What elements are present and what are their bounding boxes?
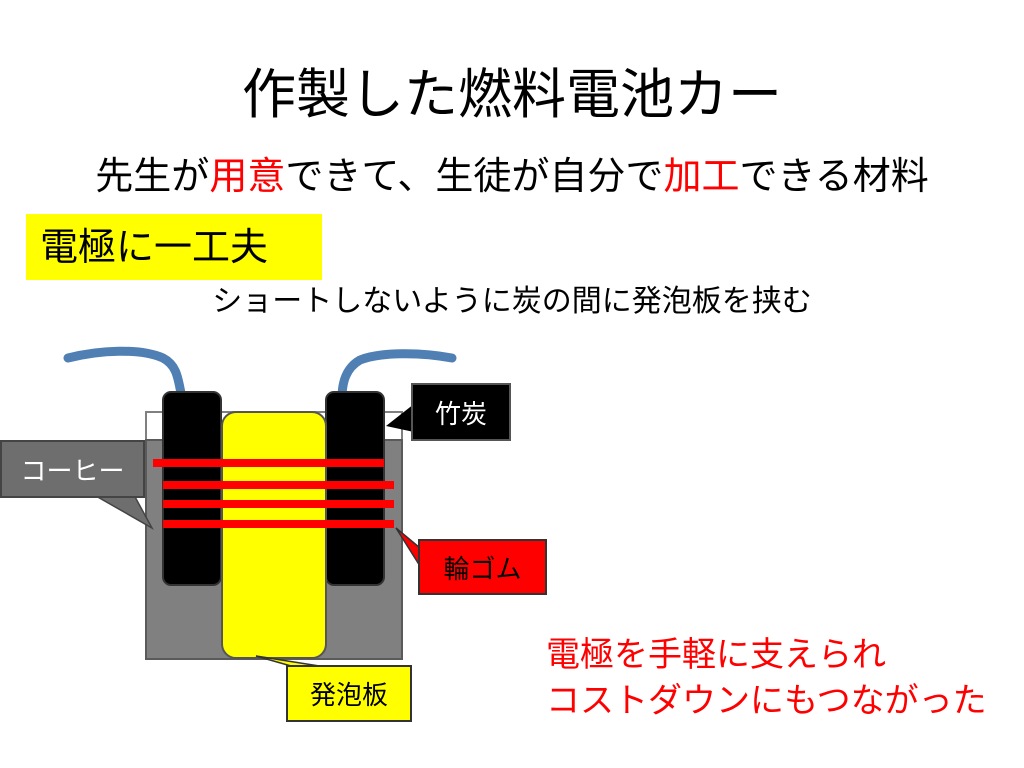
right-wire: [337, 349, 457, 403]
short-circuit-note: ショートしないように炭の間に発泡板を挟む: [212, 284, 812, 319]
conclusion-line-2: コストダウンにもつながった: [546, 681, 987, 721]
rubber-band-4: [163, 520, 394, 528]
rubber-band-label: 輪ゴム: [418, 539, 547, 595]
coffee-label: コーヒー: [0, 440, 145, 498]
subtitle-emphasis-prepare: 用意: [209, 154, 286, 198]
left-wire: [63, 346, 187, 403]
electrode-highlight-box: 電極に一工夫: [26, 214, 322, 280]
subtitle: 先生が用意できて、生徒が自分で加工できる材料: [0, 150, 1024, 202]
subtitle-part-5: できる材料: [739, 154, 929, 198]
slide-title: 作製した燃料電池カー: [242, 63, 782, 126]
charcoal-label: 竹炭: [411, 383, 511, 441]
rubber-band-1: [153, 459, 384, 467]
subtitle-part-1: 先生が: [95, 154, 210, 198]
foam-board: [221, 411, 327, 659]
rubber-band-3: [163, 500, 394, 508]
charcoal-callout-pointer: [386, 404, 414, 432]
conclusion-line-1: 電極を手軽に支えられ: [546, 635, 886, 675]
rubber-band-2: [163, 481, 394, 489]
conclusion-text: 電極を手軽に支えられ コストダウンにもつながった: [546, 632, 987, 724]
subtitle-part-3: できて、生徒が自分で: [285, 154, 664, 198]
subtitle-emphasis-process: 加工: [663, 154, 740, 198]
foam-board-label: 発泡板: [286, 665, 412, 722]
